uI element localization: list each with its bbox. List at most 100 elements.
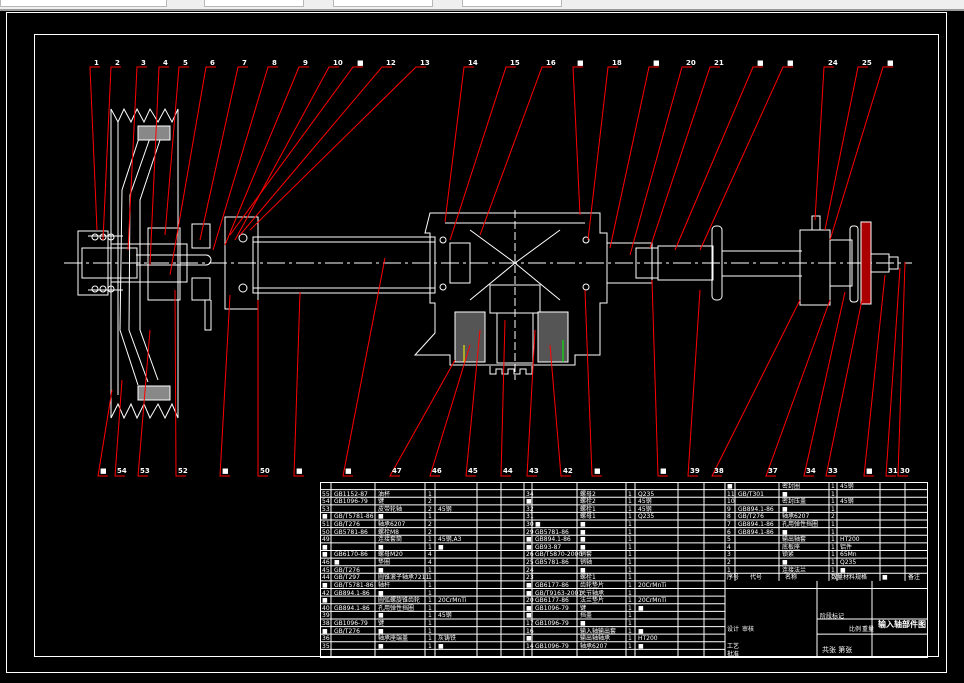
bom-right-no: 5: [727, 536, 731, 544]
bom-middle-no: 29: [526, 528, 534, 536]
bom-left-qty: 2: [428, 528, 432, 536]
callout-label: 25: [862, 59, 872, 67]
bom-middle-qty: 1: [628, 528, 632, 536]
bom-middle-name: ■: [580, 536, 586, 544]
header-code: 代号: [750, 574, 763, 582]
bom-left-no: 54: [322, 498, 330, 506]
bom-left-name: 轴杆: [378, 581, 391, 589]
callout-bottom: 50: [257, 300, 270, 477]
callout-label: ■: [787, 59, 794, 67]
callout-label: ■: [653, 59, 660, 67]
bom-left-code: GB894.1-86: [334, 589, 370, 597]
callout-top: 9: [224, 59, 309, 246]
bom-middle-code: GB6177-86: [535, 597, 569, 605]
bom-middle-no: 16: [526, 627, 534, 635]
bom-left-material: 45钢: [438, 612, 452, 620]
toolbar-combo-2[interactable]: [204, 0, 304, 7]
bom-left-no: 38: [322, 619, 330, 627]
callout-label: 47: [392, 467, 402, 475]
bom-right-qty: 1: [831, 566, 835, 574]
callout-label: 24: [828, 59, 838, 67]
bom-middle-qty: 1: [628, 589, 632, 597]
callout-label: 31: [888, 467, 898, 475]
bom-right-qty: 1: [831, 483, 835, 490]
bom-right-code: GB894.1-86: [738, 528, 774, 536]
bom-left-name: 垫圈: [378, 559, 391, 567]
bom-left-name: 轴承6207: [378, 521, 406, 529]
callout-top: 25: [824, 59, 872, 231]
callout-top: 12: [239, 59, 396, 236]
bom-right-name: 孔用弹性挡圈: [782, 521, 819, 529]
bom-left-name: 螺栓M8: [378, 528, 399, 536]
callout-top: 14: [444, 59, 478, 223]
approve-label: 批准: [727, 651, 740, 658]
bom-right-material: 铝件: [840, 543, 853, 551]
bom-left-no: 46: [322, 559, 330, 567]
bom-grid: [320, 482, 928, 658]
bom-left-qty: 1: [428, 574, 432, 582]
callout-label: 20: [686, 59, 696, 67]
bom-right-name: ■: [782, 505, 788, 513]
bom-middle-no: ■: [526, 635, 532, 643]
bom-middle-material: 20CrMnTi: [638, 597, 667, 605]
bom-left-code: GB/T276: [334, 627, 360, 635]
bom-middle-material: ■: [638, 604, 644, 612]
bom-left-qty: 1: [428, 581, 432, 589]
bom-middle-name: 键: [580, 604, 587, 612]
bom-left-material: 45钢: [438, 505, 452, 513]
bom-right-qty: 2: [831, 513, 835, 521]
pulley-hub-hatch-top: [137, 125, 171, 141]
bom-left-qty: 4: [428, 551, 432, 559]
bom-middle-no: 20: [526, 597, 534, 605]
callout-bottom: 31: [885, 267, 901, 477]
callout-top: 8: [212, 59, 278, 251]
toolbar-combo-3[interactable]: [333, 0, 433, 7]
callout-label: 44: [503, 467, 513, 475]
bom-left-material: 45钢,A3: [438, 536, 462, 544]
callout-label: 7: [242, 59, 247, 67]
bom-middle-name: 轴承6207: [580, 642, 608, 650]
bom-left-name: 孔用弹性挡圈: [378, 604, 415, 612]
bom-middle-name: 螺栓2: [580, 498, 596, 506]
bom-left-qty: 1: [428, 642, 432, 650]
bom-middle-name: ■: [580, 521, 586, 529]
bom-left-no: 45: [322, 566, 330, 574]
bom-left-name: ■: [378, 642, 384, 650]
callout-bottom: ■: [584, 289, 602, 477]
callout-label: ■: [577, 59, 584, 67]
bom-middle-code: GB93-87: [535, 543, 562, 551]
bom-right-no: 11: [727, 490, 735, 498]
bom-right-qty: 1: [831, 521, 835, 529]
bom-right-no: 1: [727, 566, 731, 574]
toolbar-combo-1[interactable]: [0, 0, 167, 7]
bom-left-name: 皮带轮轴: [378, 505, 403, 513]
bom-right-qty: 1: [831, 505, 835, 513]
bom-middle-no: ■: [526, 612, 532, 620]
header-qty: 数量: [831, 574, 844, 582]
bom-middle-qty: 1: [628, 642, 632, 650]
bom-left-name: ■: [378, 589, 384, 597]
bom-left-no: 50: [322, 528, 330, 536]
bom-right-material: 65Mn: [840, 551, 857, 559]
bom-left-qty: 1: [428, 566, 432, 574]
callout-bottom: ■: [219, 294, 231, 477]
callout-label: 38: [714, 467, 724, 475]
bom-right-qty: 1: [831, 559, 835, 567]
bom-right-material: HT200: [840, 536, 860, 544]
callout-label: 33: [828, 467, 838, 475]
callout-top: 3: [127, 59, 147, 251]
callout-label: ■: [345, 467, 352, 475]
bom-left-code: GB6170-86: [334, 551, 368, 559]
bom-middle-name: 销套: [580, 551, 593, 559]
bom-middle-qty: 1: [628, 619, 632, 627]
bom-right-qty: 1: [831, 498, 835, 506]
toolbar-combo-4[interactable]: [462, 0, 562, 7]
bom-left-code: GB/T276: [334, 521, 360, 529]
bom-left-code: GB/T5781-86: [334, 513, 374, 521]
header-no: 序号: [727, 574, 740, 582]
pulley-hub-hatch-bottom: [137, 385, 171, 401]
bom-right-name: 锁紧: [782, 551, 795, 559]
bom-middle-name: ■: [580, 543, 586, 551]
